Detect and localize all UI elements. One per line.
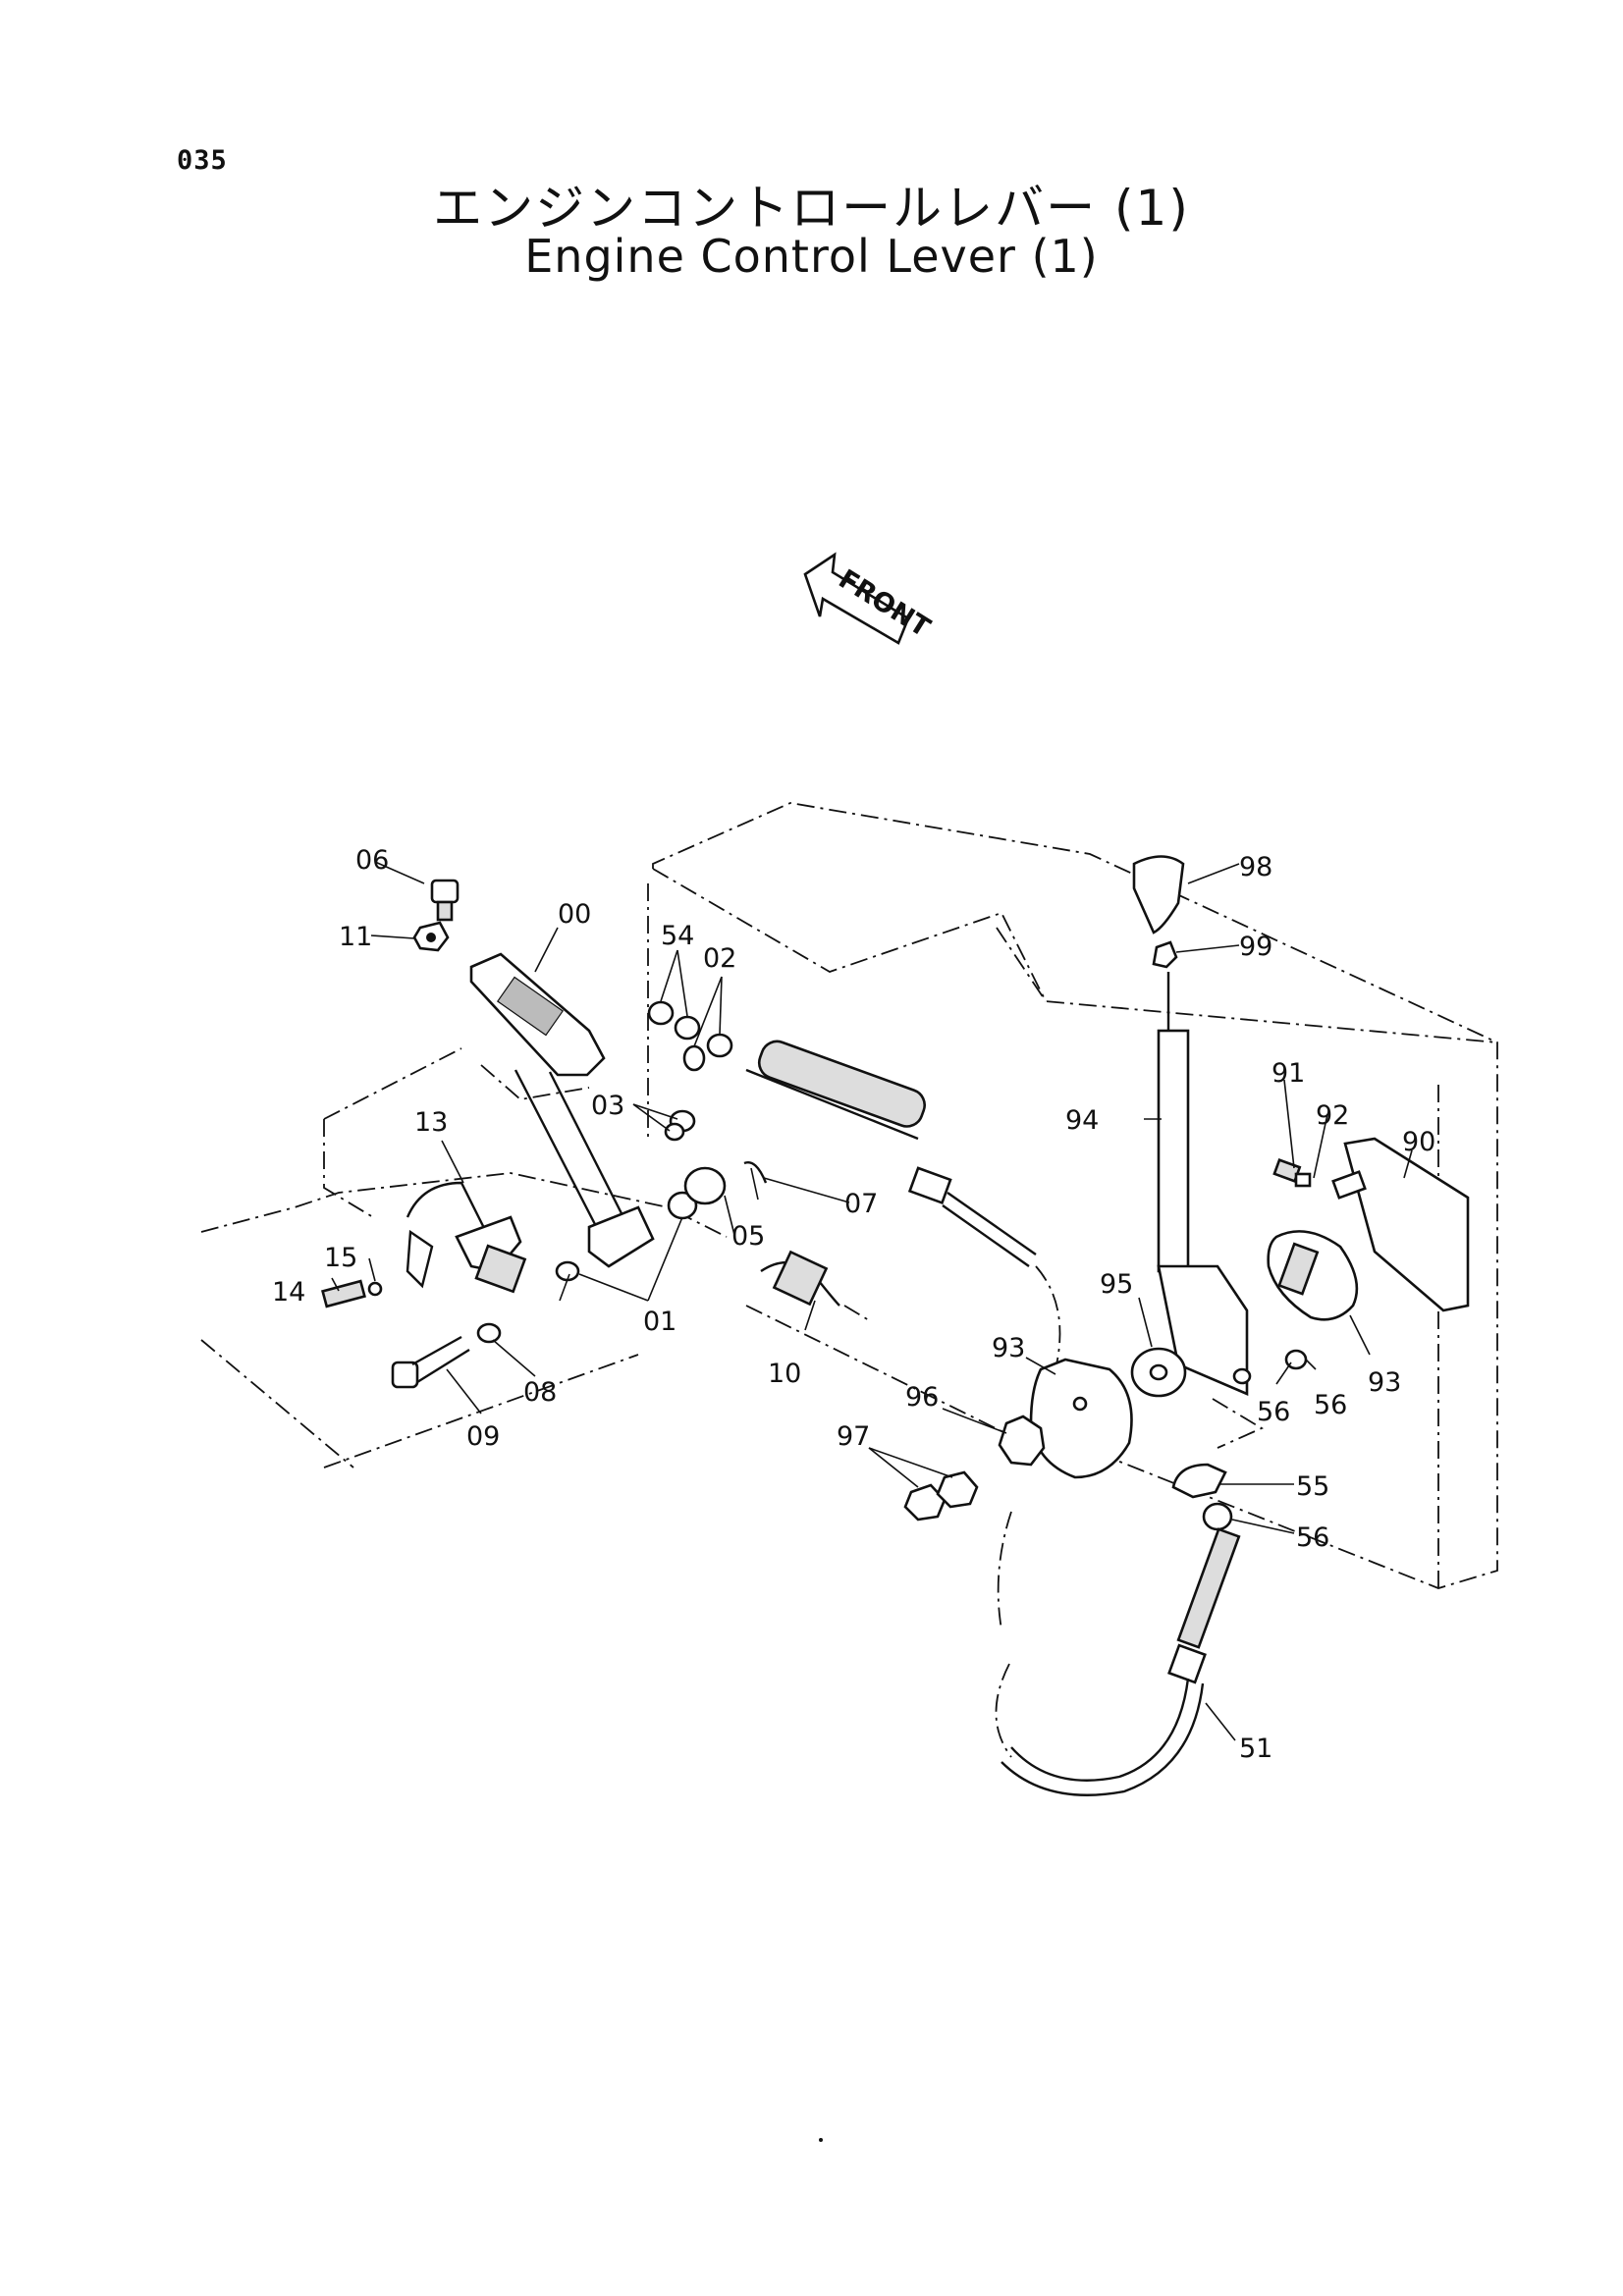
callout-08: 08	[523, 1377, 557, 1408]
callout-03: 03	[591, 1091, 624, 1121]
callout-92: 92	[1316, 1100, 1349, 1131]
title-japanese: エンジンコントロールレバー (1)	[433, 180, 1190, 237]
leader-lines	[331, 861, 1413, 1741]
callout-54: 55	[1296, 1471, 1329, 1502]
callout-15: 15	[324, 1243, 357, 1273]
callout-91: 91	[1271, 1058, 1305, 1089]
bolt-14	[321, 1279, 383, 1308]
callout-11: 11	[339, 922, 372, 952]
hand-throttle-lever	[1130, 855, 1308, 1398]
callout-97: 97	[837, 1421, 870, 1452]
page-number: 035	[177, 145, 228, 176]
cam-plates	[903, 1230, 1359, 1522]
bolt-10	[412, 879, 460, 952]
callout-56-top: 54	[661, 921, 694, 951]
callout-56-right: 56	[1314, 1390, 1347, 1420]
pedal-bracket	[406, 1181, 527, 1294]
callout-95: 95	[1100, 1269, 1133, 1300]
callout-51: 51	[1239, 1734, 1272, 1764]
control-cable	[745, 1040, 1061, 1370]
lever-bracket	[1272, 1137, 1470, 1312]
callout-56-bottom: 56	[1296, 1522, 1329, 1553]
callout-10: 06	[355, 845, 389, 876]
callout-01: 01	[643, 1307, 676, 1337]
accelerator-pedal	[469, 952, 655, 1268]
callout-93-left: 93	[992, 1333, 1025, 1363]
callout-93-right: 93	[1368, 1367, 1401, 1398]
callout-05: 05	[731, 1221, 765, 1252]
callout-labels: 06 11 00 54 02 03 13 15 14 05 07 01 08 0…	[272, 845, 1435, 1764]
callout-02: 02	[703, 943, 736, 974]
callout-99: 99	[1239, 932, 1272, 962]
callout-00: 00	[558, 899, 591, 930]
callout-55: 56	[1257, 1397, 1290, 1427]
pin-06	[391, 1322, 502, 1389]
callout-06: 09	[466, 1421, 500, 1452]
callout-90: 90	[1402, 1127, 1435, 1157]
callout-13: 13	[414, 1107, 448, 1138]
callout-14: 14	[272, 1277, 305, 1308]
callout-09: 10	[768, 1359, 801, 1389]
callout-96: 96	[905, 1382, 939, 1413]
callout-07: 07	[844, 1189, 878, 1219]
callout-98: 98	[1239, 852, 1272, 882]
speck	[819, 2138, 823, 2142]
hose-assembly	[995, 1463, 1241, 1796]
title-english: Engine Control Lever (1)	[524, 230, 1099, 283]
cab-outline	[200, 802, 1498, 1589]
linkage-small-parts	[555, 1000, 870, 1321]
callout-94: 94	[1065, 1105, 1099, 1136]
front-arrow-icon: FRONT	[803, 552, 936, 645]
